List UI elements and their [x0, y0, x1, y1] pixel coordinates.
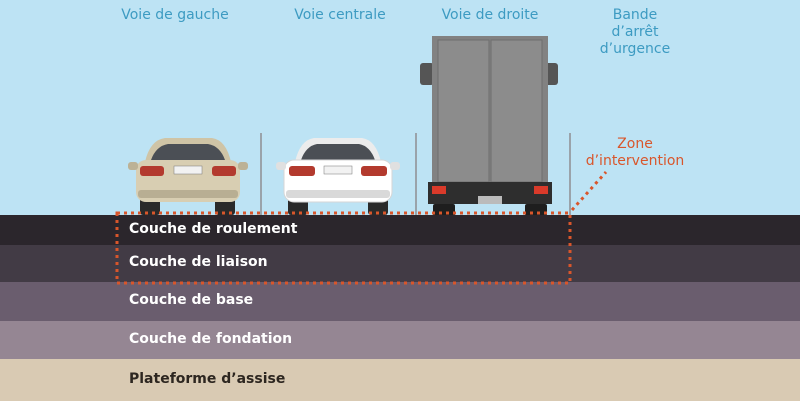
- intervention-zone-label: Zone d’intervention: [575, 136, 695, 170]
- layer-label: Couche de base: [129, 292, 254, 308]
- right-lane-label: Voie de droite: [441, 7, 539, 23]
- layer-roulement: Couche de roulement: [0, 215, 800, 245]
- layer-liaison: Couche de liaison: [0, 245, 800, 282]
- shoulder-label: Bande d’arrêt d’urgence: [585, 7, 685, 58]
- layer-label: Couche de roulement: [129, 221, 298, 237]
- left-lane-label: Voie de gauche: [121, 7, 229, 23]
- shoulder-label-line-1: Bande: [612, 7, 658, 23]
- truck: [420, 36, 558, 216]
- layer-label: Couche de fondation: [129, 331, 293, 347]
- intervention-zone-pointer: [570, 170, 608, 212]
- beige-car: [128, 138, 248, 215]
- zone-label-line-1: Zone: [617, 136, 653, 152]
- layer-assise: Plateforme d’assise: [0, 359, 800, 401]
- shoulder-label-line-2: d’arrêt: [611, 24, 659, 40]
- layer-label: Plateforme d’assise: [129, 371, 286, 387]
- zone-label-line-2: d’intervention: [585, 153, 685, 169]
- layer-base: Couche de base: [0, 282, 800, 321]
- shoulder-label-line-3: d’urgence: [599, 41, 671, 57]
- intervention-zone-box: [115, 211, 572, 285]
- layer-fondation: Couche de fondation: [0, 321, 800, 359]
- layer-label: Couche de liaison: [129, 254, 268, 270]
- white-car: [276, 138, 400, 215]
- center-lane-label: Voie centrale: [294, 7, 386, 23]
